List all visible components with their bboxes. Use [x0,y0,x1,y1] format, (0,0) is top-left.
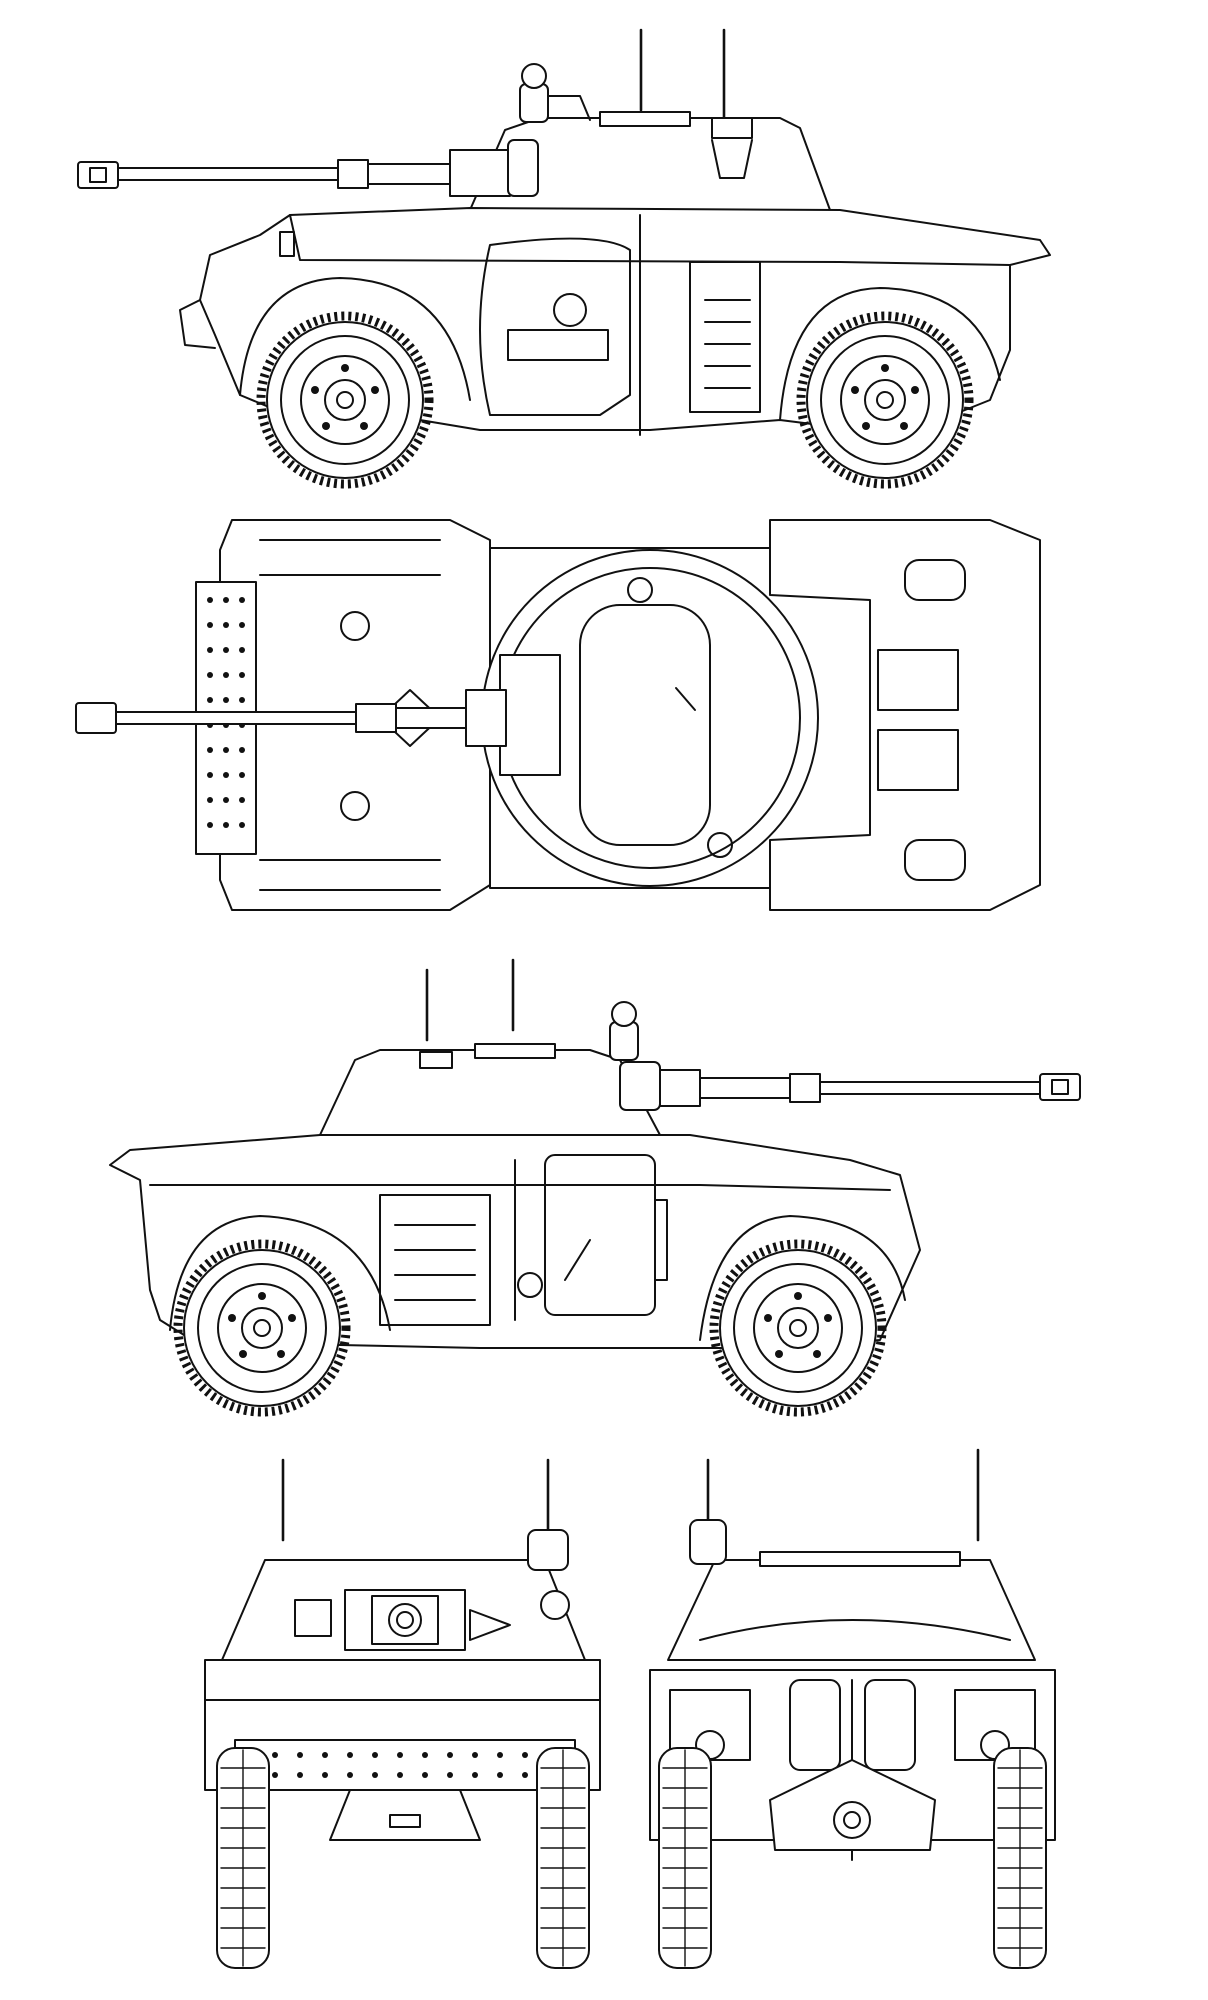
hull-door [479,237,631,416]
main-gun [619,1061,1081,1111]
hull-door [544,1154,668,1316]
front-view [204,1458,601,1969]
top-view [75,519,1041,911]
antenna [281,1458,550,1547]
main-gun-top [75,689,507,747]
rear-view [649,1448,1056,1969]
rear-left-tire [658,1747,712,1969]
main-gun [77,139,539,197]
turret [667,1559,1036,1661]
rear-right-tire [993,1747,1047,1969]
front-left-tire [216,1747,270,1969]
right-side-view [109,958,1081,1412]
rear-deck [769,519,1041,911]
turret [319,1049,661,1136]
front-right-tire [536,1747,590,1969]
perforated-plate [234,1739,576,1791]
left-side-view [77,28,1051,484]
antenna [639,28,726,122]
antenna [425,958,515,1042]
antenna [706,1448,980,1542]
